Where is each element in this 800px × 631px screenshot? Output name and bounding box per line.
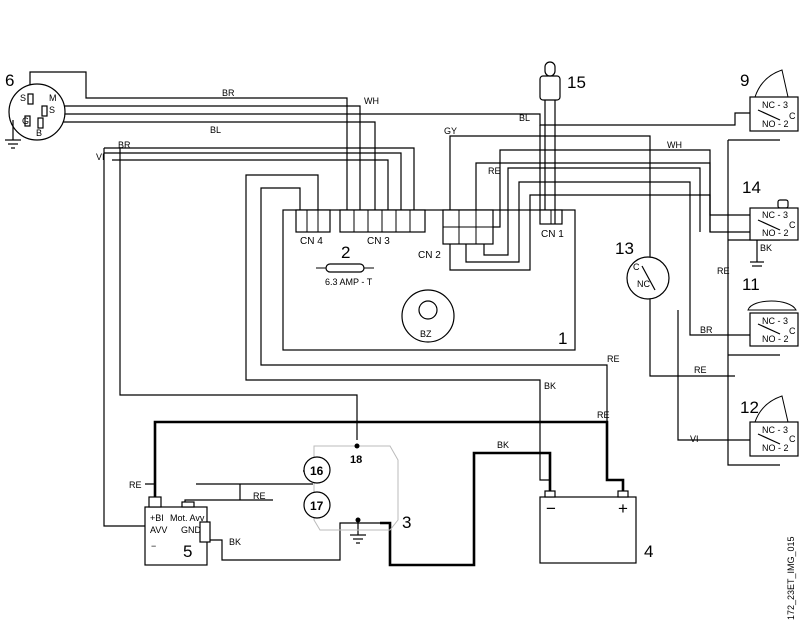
wire-re-label: RE (488, 166, 501, 176)
switch-12-c-label: C (789, 434, 796, 444)
wire-bl-label-2: BL (519, 113, 530, 123)
component-14-number: 14 (742, 178, 761, 197)
ignition-s-label: S (20, 93, 26, 103)
switch-11 (747, 300, 799, 347)
ignition-switch (5, 83, 66, 149)
wire-wh-label-2: WH (667, 140, 682, 150)
wire-br-label: BR (222, 88, 235, 98)
wire-bk-label-3: BK (229, 537, 241, 547)
switch-14-nc-label: NC - 3 (762, 210, 788, 220)
component-3-number: 3 (402, 513, 411, 532)
wire-re-label-5: RE (597, 410, 610, 420)
component-1-number: 1 (558, 329, 567, 348)
image-code: 172_23ET_IMG_015 (786, 536, 796, 620)
wire-re-label-3: RE (607, 354, 620, 364)
wire-re-label-7: RE (253, 491, 266, 501)
wire-br-label-3: BR (700, 325, 713, 335)
wire-wh-label: WH (364, 96, 379, 106)
wire-re-label-4: RE (694, 365, 707, 375)
component-17-number: 17 (310, 499, 324, 513)
battery-plus-label: + (618, 499, 628, 518)
component-5-number: 5 (183, 542, 192, 561)
ignition-s1-label: S (49, 105, 55, 115)
control-board (282, 209, 576, 351)
switch-14-c-label: C (789, 220, 796, 230)
relay-minus-label: − (151, 541, 156, 551)
cn1-label: CN 1 (541, 229, 564, 240)
component-4-number: 4 (644, 542, 653, 561)
cn2-label: CN 2 (418, 250, 441, 261)
switch-11-no-label: NO - 2 (762, 334, 789, 344)
component-12-number: 12 (740, 398, 759, 417)
wire-bl-label: BL (210, 125, 221, 135)
starter-motor (303, 443, 399, 531)
ignition-m-label: M (49, 93, 57, 103)
switch-12-nc-label: NC - 3 (762, 425, 788, 435)
switch-14-no-label: NO - 2 (762, 228, 789, 238)
component-9-number: 9 (740, 71, 749, 90)
relay-avv-label: AVV (150, 525, 167, 535)
switch-14-bk-label: BK (760, 243, 772, 253)
battery (539, 490, 637, 564)
wire-gy-label: GY (444, 126, 457, 136)
switch-13-nc-label: NC (637, 279, 650, 289)
component-16-number: 16 (310, 464, 324, 478)
cn4-label: CN 4 (300, 236, 323, 247)
battery-minus-label: − (546, 499, 556, 518)
switch-9 (749, 69, 799, 132)
switch-14 (749, 199, 799, 241)
wire-br-label-2: BR (118, 140, 131, 150)
relay-bi-label: +BI (150, 513, 164, 523)
relay-mot-avv-label: Mot. Avv (170, 513, 205, 523)
component-18-number: 18 (350, 454, 362, 466)
power-cables (153, 420, 625, 567)
switch-9-no-label: NO - 2 (762, 119, 789, 129)
starter-relay (144, 496, 211, 566)
fuse (316, 263, 374, 273)
component-15-number: 15 (567, 73, 586, 92)
component-6-number: 6 (5, 71, 14, 90)
switch-9-nc-label: NC - 3 (762, 100, 788, 110)
switch-11-c-label: C (789, 326, 796, 336)
switch-11-nc-label: NC - 3 (762, 316, 788, 326)
switch-12 (749, 395, 799, 457)
fuse-rating-label: 6.3 AMP - T (325, 277, 373, 287)
buzzer (401, 289, 455, 343)
lamp-indicator (539, 61, 561, 101)
cn3-label: CN 3 (367, 236, 390, 247)
wire-vi-label-2: VI (690, 434, 699, 444)
switch-13 (626, 256, 670, 300)
switch-12-no-label: NO - 2 (762, 443, 789, 453)
cn4-connector (295, 209, 331, 233)
component-13-number: 13 (615, 239, 634, 258)
switch-9-c-label: C (789, 111, 796, 121)
wire-bk-label-2: BK (497, 440, 509, 450)
wire-re-label-2: RE (717, 266, 730, 276)
component-11-number: 11 (742, 275, 760, 294)
buzzer-label: BZ (420, 329, 432, 339)
ignition-g-label: G (22, 116, 29, 126)
wire-bk-label: BK (544, 381, 556, 391)
component-2-number: 2 (341, 243, 350, 262)
wire-re-label-6: RE (129, 480, 142, 490)
relay-gnd-label: GND (181, 525, 202, 535)
switch-13-c-label: C (633, 262, 640, 272)
ignition-b-label: B (36, 128, 42, 138)
wire-vi-label: VI (96, 152, 105, 162)
